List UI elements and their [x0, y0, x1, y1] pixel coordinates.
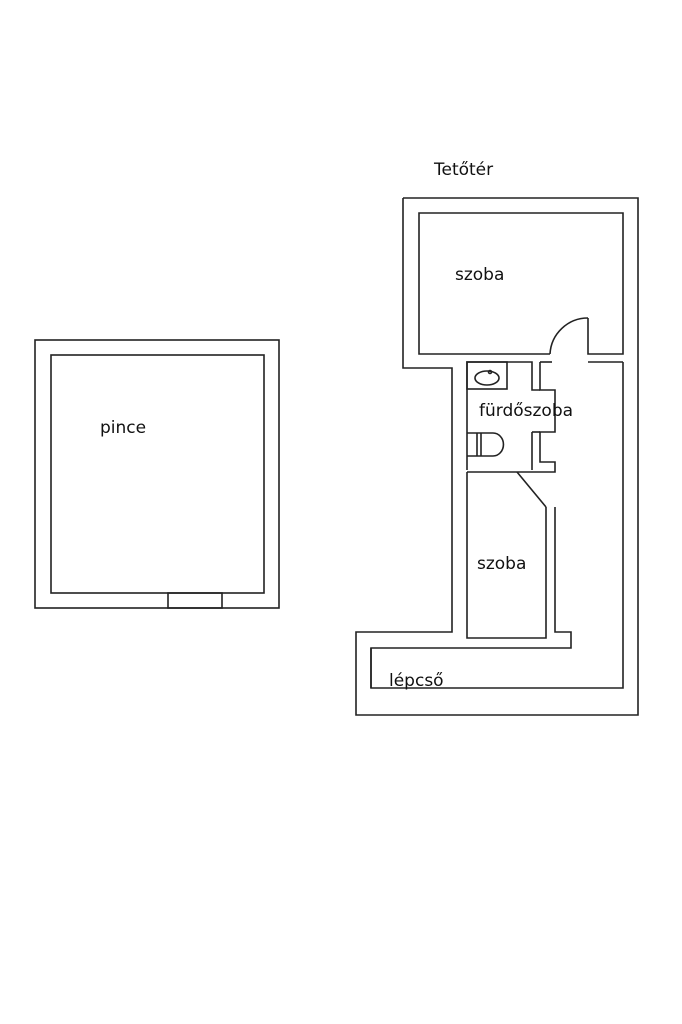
room-label-pince: pince [100, 418, 147, 438]
outer-wall [355, 197, 639, 716]
sink-icon [466, 361, 508, 390]
bathroom-wall [466, 361, 540, 470]
plan-title: Tetőtér [434, 160, 494, 180]
basement-plan [34, 339, 280, 609]
toilet-icon [467, 432, 505, 457]
room-label-furdoszoba: fürdőszoba [479, 401, 574, 421]
room-label-lepcso: lépcső [389, 671, 444, 691]
door-swing-top [549, 317, 589, 355]
room-bottom-wall [466, 472, 547, 639]
room-top-wall [418, 212, 624, 355]
corridor-wall [370, 362, 624, 689]
basement-door [167, 592, 223, 609]
door-swing-bottom [516, 471, 547, 508]
attic-plan [355, 197, 639, 716]
room-label-szoba-bottom: szoba [477, 554, 527, 574]
room-label-szoba-top: szoba [455, 265, 505, 285]
